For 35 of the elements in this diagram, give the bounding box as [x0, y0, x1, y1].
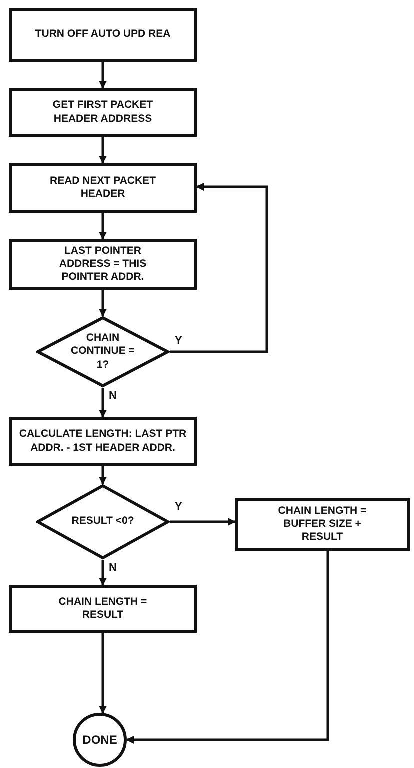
process-box	[9, 88, 197, 137]
edge-label: Y	[174, 502, 184, 513]
step-text: CHAIN LENGTH = RESULT	[58, 596, 148, 622]
arrow	[99, 290, 107, 317]
process-box	[9, 417, 197, 466]
arrow	[99, 62, 107, 89]
process-box	[9, 163, 197, 213]
step-text: TURN OFF AUTO UPD REA	[35, 28, 171, 42]
process-box	[235, 498, 410, 551]
arrow	[99, 213, 107, 240]
step-text: LAST POINTER ADDRESS = THIS POINTER ADDR.	[58, 244, 148, 284]
edge-label: N	[108, 391, 118, 402]
decision-diamond	[36, 484, 170, 560]
arrow	[99, 560, 107, 586]
decision-diamond	[36, 316, 170, 388]
step-text: CHAIN LENGTH = BUFFER SIZE + RESULT	[277, 504, 368, 544]
step-text: READ NEXT PACKET HEADER	[49, 174, 157, 202]
process-box	[9, 239, 197, 290]
arrow	[99, 388, 107, 418]
step-text: GET FIRST PACKET HEADER ADDRESS	[52, 99, 154, 126]
step-text: DONE	[82, 732, 118, 748]
arrow	[99, 466, 107, 485]
step-text: RESULT <0?	[72, 515, 134, 529]
arrow	[99, 137, 107, 164]
step-text: CHAIN CONTINUE = 1?	[70, 332, 136, 372]
arrow	[126, 551, 330, 744]
arrow	[170, 518, 236, 526]
process-box	[9, 585, 197, 633]
edge-label: Y	[174, 336, 184, 347]
arrow	[99, 633, 107, 714]
edge-label: N	[108, 563, 118, 574]
arrow	[170, 183, 268, 354]
process-box	[9, 8, 197, 62]
terminal-circle	[73, 713, 127, 767]
step-text: CALCULATE LENGTH: LAST PTR ADDR. - 1ST HEADER ADDR.	[18, 428, 188, 455]
